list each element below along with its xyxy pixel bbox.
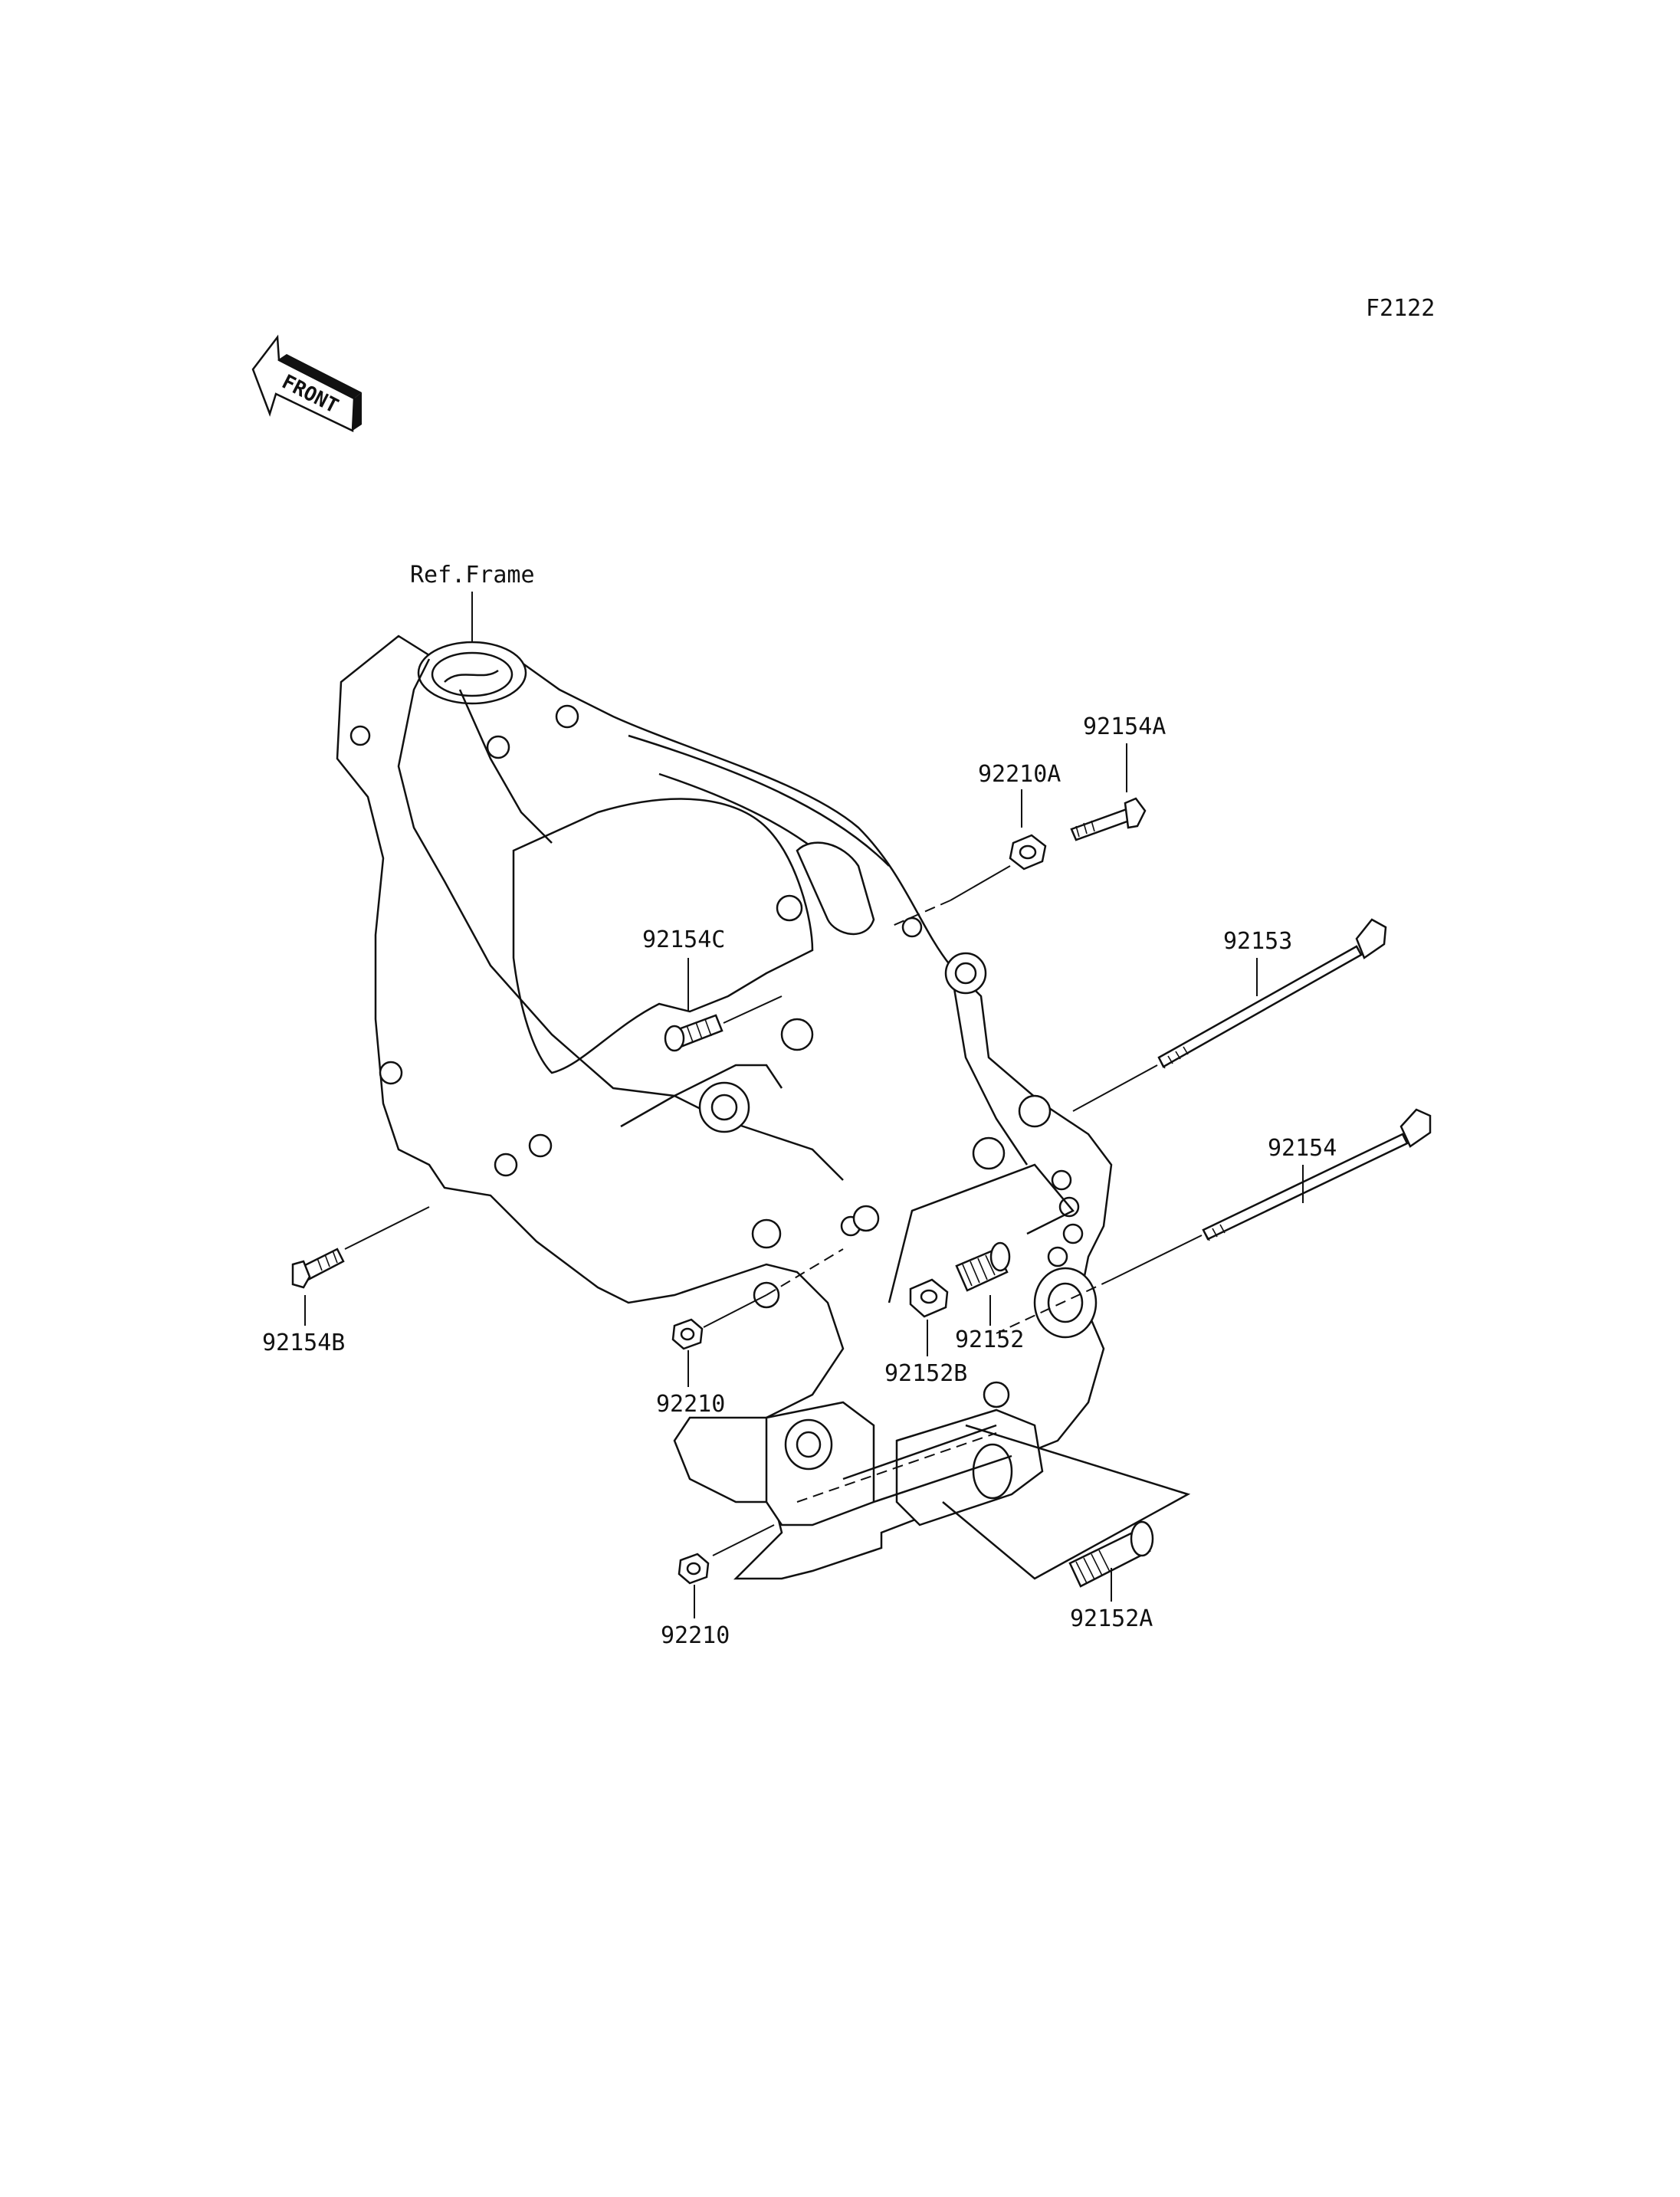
part-number-92154: 92154 [1268,1135,1337,1162]
bolt-92154c [664,1014,724,1052]
part-number-92154a: 92154A [1083,713,1166,740]
axis-line-92154 [1111,1235,1203,1280]
ref-frame-label: Ref.Frame [410,562,535,589]
part-number-92154c: 92154C [642,926,725,953]
spacer-92152a [1068,1520,1154,1588]
part-number-92152b: 92152B [884,1360,967,1387]
figure-id: F2122 [1366,295,1435,322]
alignment-line-92152 [888,1163,1075,1303]
axis-line-92210-lower [712,1524,775,1556]
axis-line-92153 [1072,1064,1158,1112]
part-number-92152a: 92152A [1070,1605,1153,1632]
nut-92210-middle [671,1318,704,1350]
spacer-92152 [955,1241,1011,1292]
bolt-92153 [1157,918,1387,1069]
axis-line-92210a [950,865,1011,901]
axis-line-92210-middle [703,1294,767,1328]
part-number-92154b: 92154B [262,1330,345,1356]
nut-92210a [1009,834,1047,871]
bolt-92154a [1070,797,1147,841]
axis-line-92154b [344,1206,430,1250]
alignment-line-92152a [942,1424,1191,1580]
part-number-92152: 92152 [955,1326,1024,1353]
front-direction-arrow-icon: FRONT [251,334,362,432]
bolt-92154 [1202,1108,1432,1241]
part-number-92210a: 92210A [978,761,1061,788]
collar-92152b [909,1278,949,1318]
part-number-92153: 92153 [1223,928,1292,955]
part-number-92210-lower: 92210 [661,1622,730,1649]
part-number-92210-middle: 92210 [656,1391,725,1418]
axis-line-92154c [723,995,783,1024]
nut-92210-lower [678,1553,710,1585]
bolt-92154b [291,1248,345,1289]
